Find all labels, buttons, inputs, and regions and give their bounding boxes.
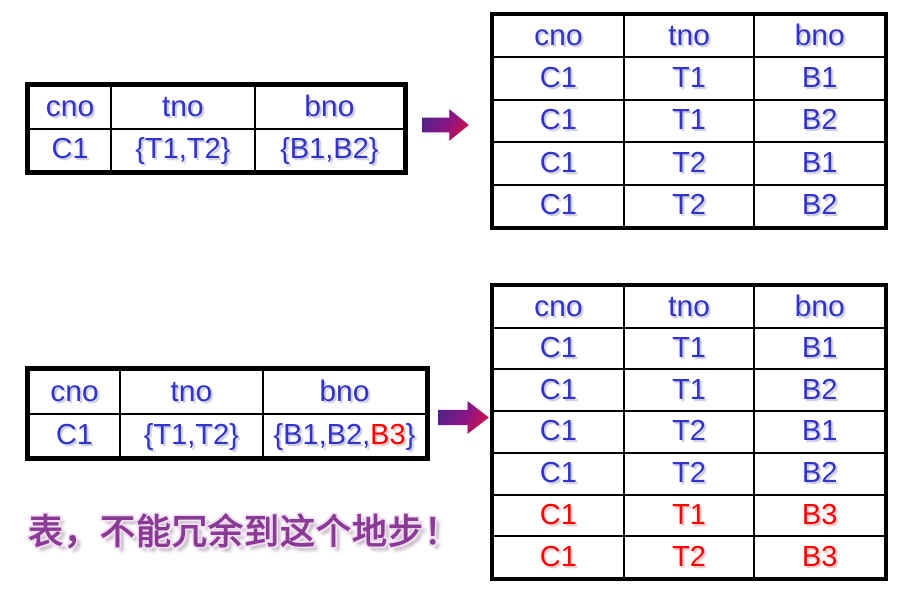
- table-cell: {T1,T2}: [120, 414, 262, 456]
- table-cell-redundant: B3: [755, 537, 884, 577]
- table-cell: B2: [755, 100, 884, 142]
- table-cell: C1: [494, 100, 623, 142]
- table-cell: T2: [624, 185, 754, 226]
- table-cell: C1: [494, 58, 623, 99]
- caption-text: 表，不能冗余到这个地步！: [28, 512, 461, 553]
- result-table-1: cno tno bno C1 T1 B1 C1 T1 B2 C1 T2 B1 C…: [490, 12, 888, 230]
- column-header-tno: tno: [120, 371, 262, 413]
- table-cell: B2: [755, 370, 884, 411]
- result-table-2: cno tno bno C1 T1 B1 C1 T1 B2 C1 T2 B1 C…: [490, 283, 888, 581]
- table-cell: C1: [494, 370, 623, 411]
- table-cell: T2: [624, 412, 754, 452]
- source-table-1: cno tno bno C1 {T1,T2} {B1,B2}: [25, 82, 408, 175]
- table-cell: C1: [494, 412, 623, 452]
- table-cell-redundant: T2: [624, 537, 754, 577]
- table-cell: C1: [30, 129, 110, 170]
- table-cell: B2: [755, 185, 884, 226]
- table-cell: C1: [494, 328, 623, 369]
- bno-highlight: B3: [370, 418, 406, 451]
- table-cell-mixed: {B1,B2, B3 }: [263, 414, 425, 456]
- table-cell-redundant: B3: [755, 495, 884, 536]
- right-arrow-icon: [422, 109, 469, 141]
- right-arrow-icon: [438, 401, 489, 434]
- table-cell: T2: [624, 143, 754, 184]
- column-header-bno: bno: [263, 371, 425, 413]
- table-cell: C1: [494, 185, 623, 226]
- table-cell: T2: [624, 453, 754, 494]
- table-cell: B1: [755, 328, 884, 369]
- table-cell: B1: [755, 58, 884, 99]
- table-cell-redundant: T1: [624, 495, 754, 536]
- column-header-cno: cno: [494, 16, 623, 57]
- bno-prefix: {B1,B2,: [273, 418, 371, 451]
- table-cell: {B1,B2}: [255, 129, 403, 170]
- table-cell: T1: [624, 100, 754, 142]
- table-cell: C1: [30, 414, 119, 456]
- column-header-cno: cno: [30, 87, 110, 128]
- column-header-cno: cno: [494, 287, 623, 327]
- column-header-cno: cno: [30, 371, 119, 413]
- column-header-tno: tno: [624, 287, 754, 327]
- table-cell: {T1,T2}: [111, 129, 254, 170]
- column-header-bno: bno: [755, 16, 884, 57]
- table-cell: T1: [624, 370, 754, 411]
- source-table-2: cno tno bno C1 {T1,T2} {B1,B2, B3 }: [25, 366, 430, 461]
- table-cell: C1: [494, 143, 623, 184]
- column-header-bno: bno: [755, 287, 884, 327]
- column-header-tno: tno: [111, 87, 254, 128]
- table-cell: B1: [755, 143, 884, 184]
- table-cell: B1: [755, 412, 884, 452]
- table-cell: C1: [494, 453, 623, 494]
- column-header-bno: bno: [255, 87, 403, 128]
- bno-suffix: }: [405, 418, 416, 451]
- table-cell: B2: [755, 453, 884, 494]
- table-cell-redundant: C1: [494, 495, 623, 536]
- table-cell: T1: [624, 58, 754, 99]
- table-cell: T1: [624, 328, 754, 369]
- table-cell-redundant: C1: [494, 537, 623, 577]
- column-header-tno: tno: [624, 16, 754, 57]
